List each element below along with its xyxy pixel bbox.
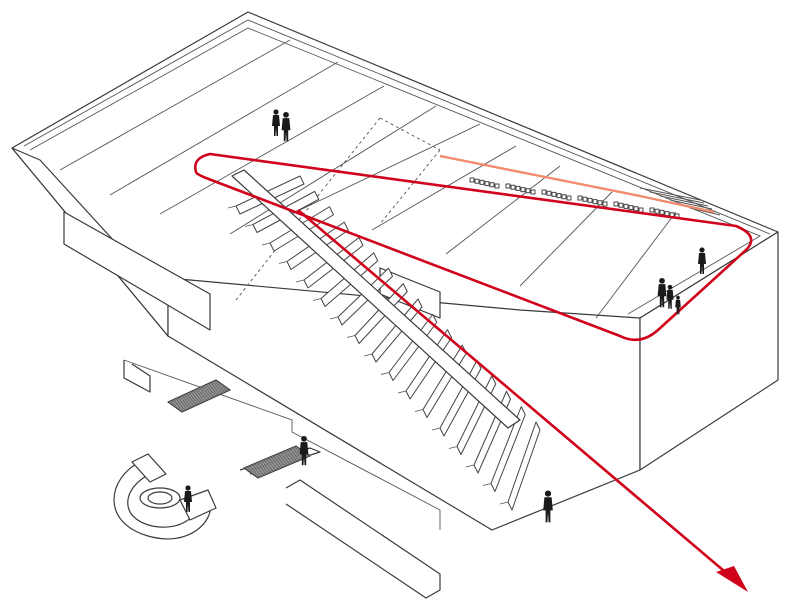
seat-block	[592, 199, 598, 205]
seat-block	[649, 207, 655, 213]
lower-plaza	[113, 359, 441, 599]
seat-block	[561, 194, 567, 200]
seat-block	[520, 187, 526, 193]
seat-block	[638, 207, 644, 213]
building-block	[11, 11, 779, 531]
small-stair-south	[243, 445, 311, 479]
seat-block	[515, 185, 521, 191]
seat-block	[618, 202, 624, 208]
small-stair-north	[167, 379, 231, 413]
curved-stair	[113, 453, 217, 540]
stair-step-line	[248, 448, 301, 472]
seat-block	[633, 206, 639, 212]
plaza-ramp-wall	[285, 479, 441, 599]
seat-block	[664, 211, 670, 217]
seat-block	[479, 179, 485, 185]
stair-step-line	[255, 453, 308, 477]
arrowhead-icon	[716, 566, 748, 592]
window-left	[63, 211, 211, 331]
seat-block	[613, 201, 619, 207]
stair-step-line	[174, 384, 224, 408]
stair-step-line	[244, 446, 298, 470]
seat-block	[566, 195, 572, 201]
person-figure-icon	[657, 277, 667, 308]
person-figure-icon	[666, 284, 674, 309]
stair-step-line	[251, 451, 305, 475]
stair-step-line	[254, 453, 307, 476]
secondary-route-line	[439, 154, 715, 214]
seat-block	[474, 178, 480, 184]
plaza-edge-line	[123, 359, 441, 530]
stair-step-line	[178, 387, 227, 410]
seat-block	[582, 196, 588, 202]
seat-block	[541, 189, 547, 195]
stair-tread	[490, 406, 526, 492]
seat-block	[510, 184, 516, 190]
person-figure-icon	[698, 247, 706, 274]
seat-block	[623, 203, 629, 209]
seat-block	[654, 208, 660, 214]
stair-step-line	[253, 452, 306, 476]
seat-block	[628, 205, 634, 211]
stair-step-line	[249, 449, 303, 473]
stair-step-line	[168, 380, 218, 404]
person-figure-icon	[184, 485, 192, 512]
seat-block	[494, 183, 500, 189]
plaza-retaining-wall	[123, 360, 151, 393]
parapet-inner-line	[29, 27, 762, 315]
stair-step-line	[172, 382, 221, 406]
seat-block	[484, 181, 490, 187]
right-wall-face	[639, 231, 779, 471]
stair-step-line	[177, 386, 226, 410]
seat-block	[659, 209, 665, 215]
parapet-top-line	[23, 19, 771, 235]
stair-side-wall	[231, 169, 521, 429]
person-figure-icon	[272, 109, 280, 136]
stair-step-line	[247, 448, 300, 471]
seat-block	[602, 201, 608, 207]
stair-tread	[507, 421, 541, 511]
seat-block	[489, 182, 495, 188]
stair-step-line	[170, 381, 219, 405]
stair-step-line	[246, 447, 299, 471]
stair-step-line	[250, 450, 304, 474]
stair-step-line	[171, 382, 220, 405]
stair-step-line	[256, 454, 310, 478]
main-route-path	[194, 152, 753, 342]
seat-block	[525, 188, 531, 194]
descent-route-line	[297, 209, 731, 577]
stair-step-line	[173, 383, 223, 407]
circulation-route	[194, 152, 753, 592]
seat-block	[577, 195, 583, 201]
terrace-seating-steps	[469, 177, 721, 219]
stair-step-line	[175, 385, 225, 409]
seat-block	[597, 200, 603, 206]
seat-block	[587, 197, 593, 203]
seat-block	[546, 190, 552, 196]
seat-block	[556, 193, 562, 199]
seat-block	[551, 191, 557, 197]
seat-block	[505, 183, 511, 189]
stair-step-line	[179, 387, 228, 411]
seat-block	[530, 189, 536, 195]
seat-block	[469, 177, 475, 183]
stair-step-line	[180, 388, 230, 412]
